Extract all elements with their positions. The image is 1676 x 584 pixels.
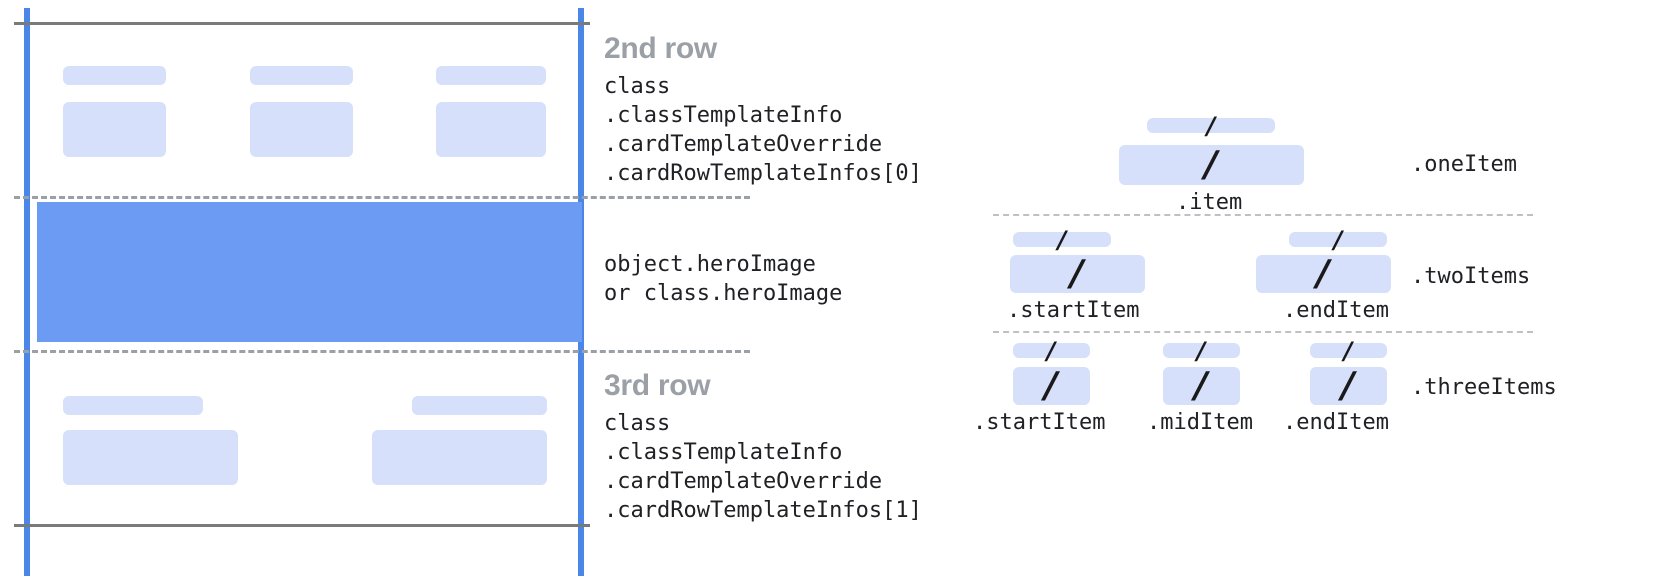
group-name-three-items: .threeItems [1411, 375, 1557, 400]
item-label-chip [1289, 232, 1387, 247]
item-value-chip [1310, 367, 1387, 405]
label-chip [412, 396, 547, 415]
row-2nd-title: 2nd row [604, 32, 717, 65]
label-chip [63, 396, 203, 415]
item-caption: .startItem [1007, 298, 1140, 323]
item-value-chip [1013, 367, 1090, 405]
group-name-two-items: .twoItems [1411, 264, 1531, 289]
row-separator-bottom [14, 350, 750, 353]
label-chip [250, 66, 353, 85]
group-separator-2 [993, 331, 1533, 333]
item-value-chip [1163, 367, 1240, 405]
value-chip [250, 102, 353, 157]
item-value-chip [1256, 255, 1391, 293]
item-label-chip [1310, 343, 1387, 358]
row-3rd-code: class .classTemplateInfo .cardTemplateOv… [604, 411, 922, 523]
item-caption: .endItem [1283, 298, 1389, 323]
group-separator-1 [993, 214, 1533, 216]
row-separator-top [14, 196, 750, 199]
guide-rail-left [24, 8, 30, 576]
item-label-chip [1013, 343, 1090, 358]
item-value-chip [1010, 255, 1145, 293]
value-chip [436, 102, 546, 157]
item-label-chip [1147, 118, 1275, 133]
left-panel: 2nd row class .classTemplateInfo .cardTe… [0, 0, 922, 584]
value-chip [372, 430, 547, 485]
card-top-border [14, 22, 590, 25]
label-chip [436, 66, 546, 85]
value-chip [63, 102, 166, 157]
group-name-one-item: .oneItem [1411, 152, 1517, 177]
row-2nd-code: class .classTemplateInfo .cardTemplateOv… [604, 74, 922, 186]
item-label-chip [1163, 343, 1240, 358]
label-chip [63, 66, 166, 85]
item-caption: .startItem [973, 410, 1106, 435]
row-3rd-title: 3rd row [604, 369, 711, 402]
hero-image-band [37, 202, 582, 342]
item-caption: .midItem [1147, 410, 1253, 435]
hero-image-code: object.heroImage or class.heroImage [604, 252, 843, 306]
item-value-chip [1119, 145, 1304, 185]
item-label-chip [1013, 232, 1111, 247]
item-caption: .item [1176, 190, 1243, 215]
item-caption: .endItem [1283, 410, 1389, 435]
value-chip [63, 430, 238, 485]
card-bottom-border [14, 524, 590, 527]
